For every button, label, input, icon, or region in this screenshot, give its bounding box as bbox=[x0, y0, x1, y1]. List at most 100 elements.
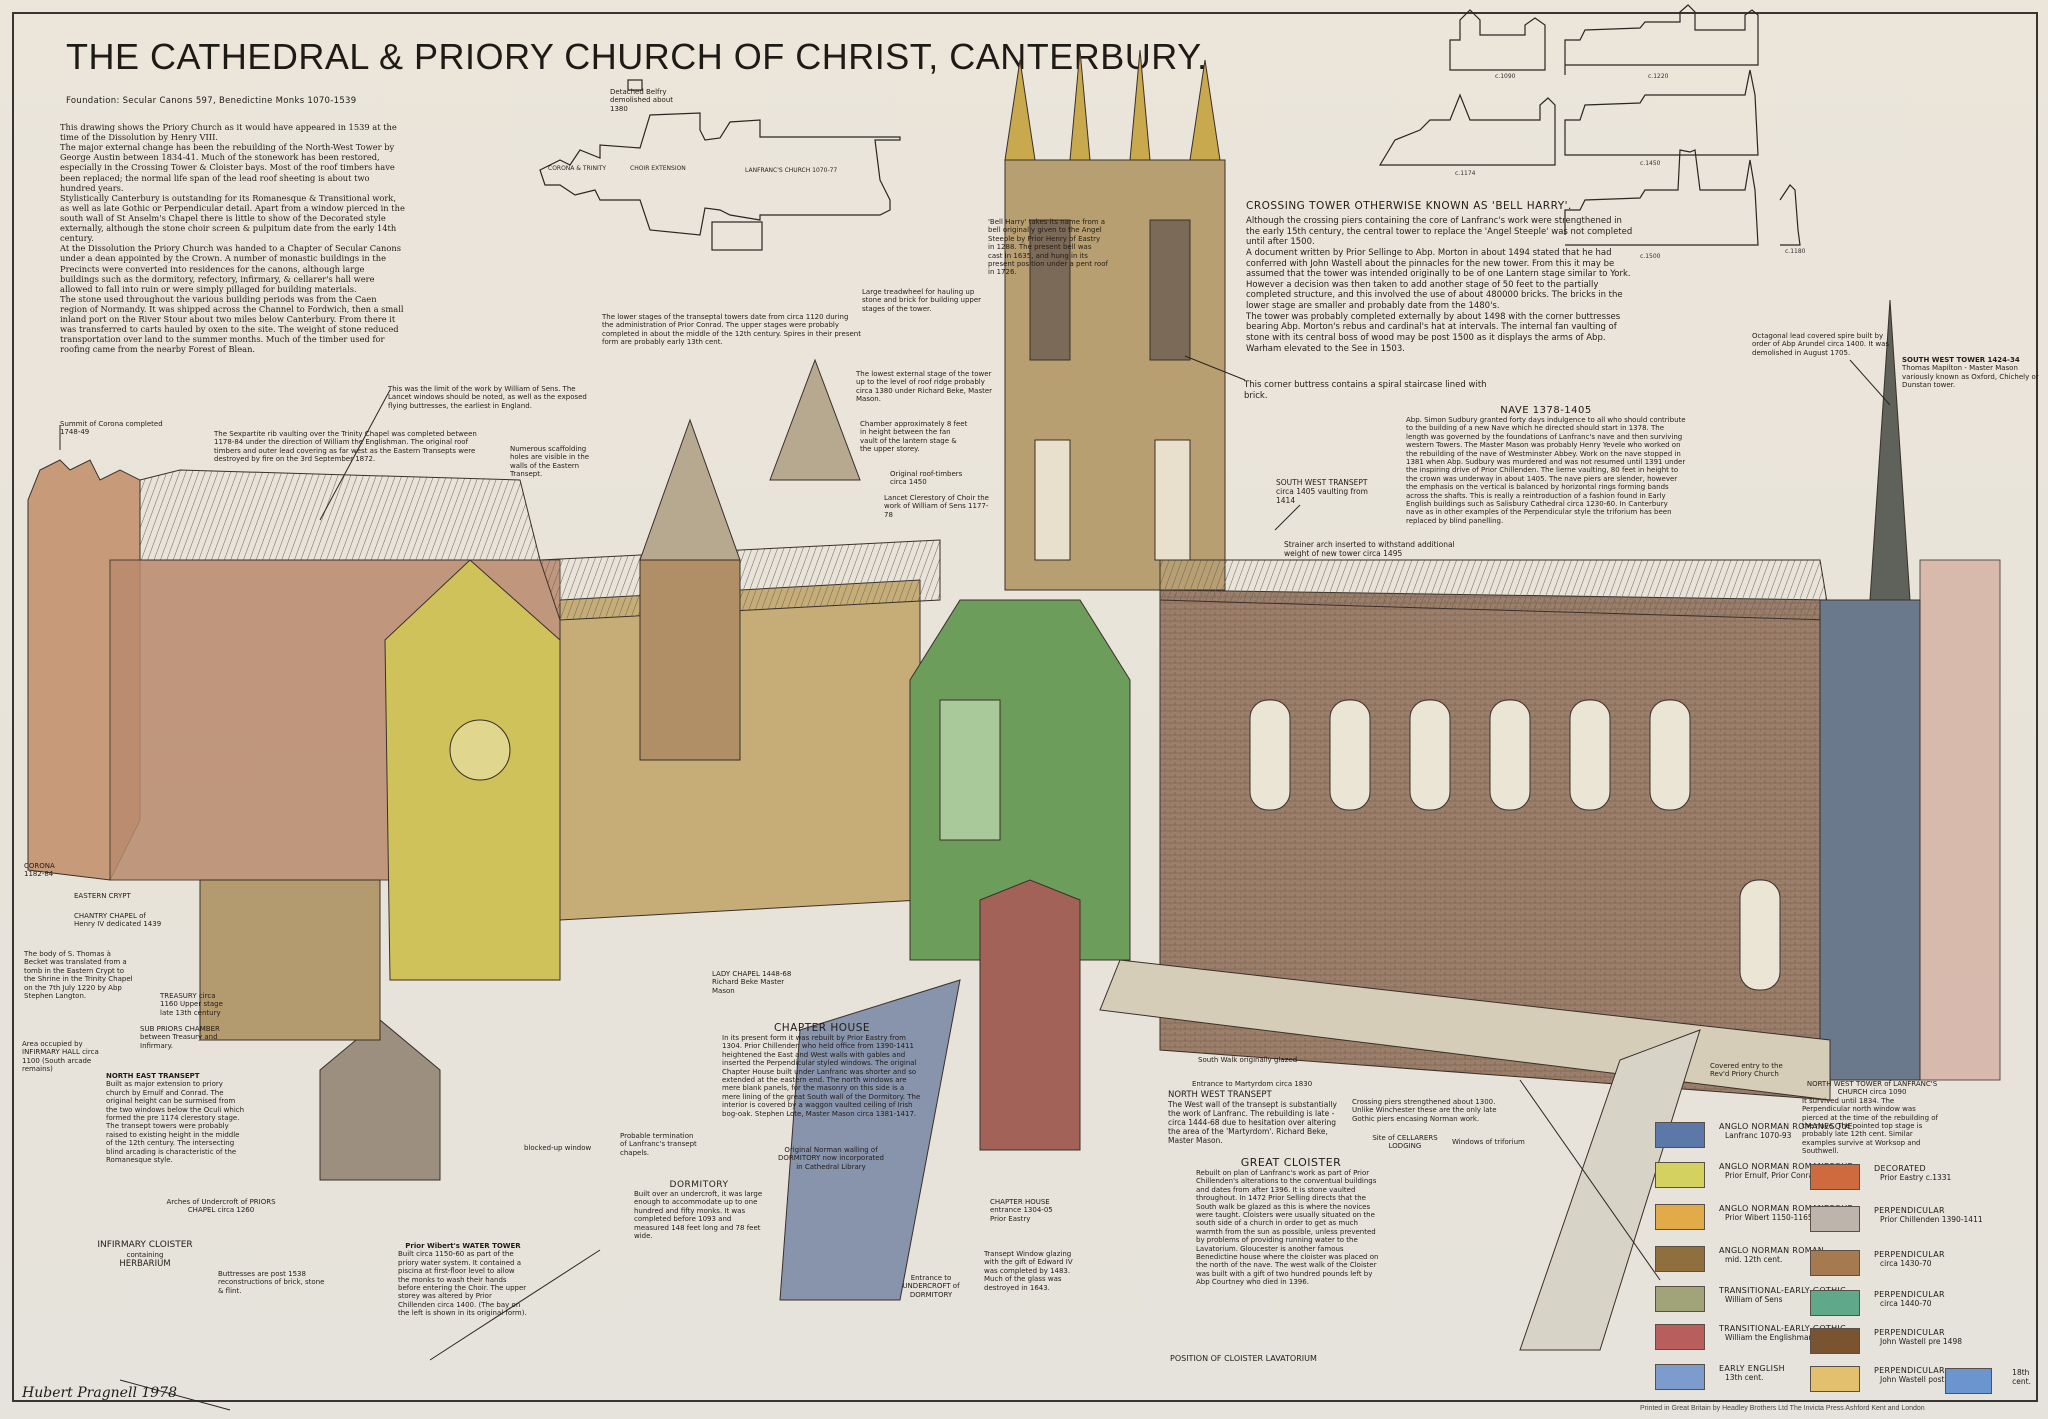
legend-style: PERPENDICULAR bbox=[1874, 1366, 1945, 1375]
dormitory-norman-note: Original Norman walling of DORMITORY now… bbox=[777, 1146, 885, 1171]
crossing-piers-note: Crossing piers strengthened about 1300. … bbox=[1352, 1098, 1497, 1123]
infirmary-hall-label: Area occupied by INFIRMARY HALL circa 11… bbox=[22, 1040, 99, 1074]
corona-summit-note: Summit of Corona completed 1748-49 bbox=[60, 420, 163, 437]
nave-body: Abp. Simon Sudbury granted forty days in… bbox=[1406, 416, 1686, 525]
priors-chapel-label: Arches of Undercroft of PRIORS CHAPEL ci… bbox=[166, 1198, 276, 1215]
water-tower-heading: Prior Wibert's WATER TOWER bbox=[405, 1242, 521, 1250]
triforium-label: Windows of triforium bbox=[1452, 1138, 1525, 1146]
crossing-tower-paragraph: The tower was probably completed externa… bbox=[1246, 311, 1621, 354]
foundation-line: Foundation: Secular Canons 597, Benedict… bbox=[66, 96, 357, 106]
legend-style: ANGLO NORMAN ROMANESQUE bbox=[1719, 1122, 1853, 1131]
sw-transept-note: SOUTH WEST TRANSEPT circa 1405 vaulting … bbox=[1276, 478, 1368, 505]
roof-timbers-note: Original roof-timbers circa 1450 bbox=[890, 470, 963, 487]
lanfranc-chapels-note: Probable termination of Lanfranc's trans… bbox=[620, 1132, 697, 1157]
water-tower-note: Prior Wibert's WATER TOWER Built circa 1… bbox=[398, 1242, 528, 1318]
infirmary-cloister-heading: INFIRMARY CLOISTER bbox=[97, 1240, 193, 1250]
undercroft-entrance-label: Entrance to UNDERCROFT of DORMITORY bbox=[902, 1274, 960, 1299]
chapter-house-note: CHAPTER HOUSE In its present form it was… bbox=[722, 1022, 922, 1118]
legend-style: ANGLO NORMAN ROMAN bbox=[1719, 1246, 1825, 1255]
buttresses-note: Buttresses are post 1538 reconstructions… bbox=[218, 1270, 325, 1295]
legend-swatch bbox=[1810, 1328, 1860, 1354]
legend-detail: circa 1430-70 bbox=[1880, 1259, 1932, 1268]
porch-label: Covered entry to the Rev'd Priory Church bbox=[1710, 1062, 1783, 1079]
detached-belfry-label: Detached Belfry demolished about 1380 bbox=[610, 88, 673, 113]
transept-window-note: Transept Window glazing with the gift of… bbox=[984, 1250, 1073, 1292]
eastern-crypt-label: EASTERN CRYPT bbox=[74, 892, 131, 900]
herbarium-label: HERBARIUM bbox=[119, 1259, 171, 1270]
legend-swatch bbox=[1945, 1368, 1993, 1394]
poster-frame bbox=[12, 12, 2038, 1402]
clerestory-note: Lancet Clerestory of Choir the work of W… bbox=[884, 494, 989, 519]
sw-tower-heading: SOUTH WEST TOWER 1424-34 bbox=[1902, 356, 2020, 364]
legend-detail: mid. 12th cent. bbox=[1725, 1255, 1783, 1264]
corner-buttress-note: This corner buttress contains a spiral s… bbox=[1244, 380, 1487, 401]
great-cloister-body: Rebuilt on plan of Lanfranc's work as pa… bbox=[1196, 1169, 1379, 1287]
intro-text: This drawing shows the Priory Church as … bbox=[60, 122, 405, 355]
legend-swatch bbox=[1810, 1250, 1860, 1276]
intro-paragraph: The stone used throughout the various bu… bbox=[60, 293, 404, 355]
nave-note: NAVE 1378-1405 Abp. Simon Sudbury grante… bbox=[1406, 405, 1686, 525]
bell-harry-note: 'Bell Harry' takes its name from a bell … bbox=[988, 218, 1108, 277]
poster-title: THE CATHEDRAL & PRIORY CHURCH OF CHRIST,… bbox=[66, 36, 1208, 77]
transept-towers-note: The lower stages of the transeptal tower… bbox=[602, 313, 861, 347]
nw-tower-heading: NORTH WEST TOWER of LANFRANC'S CHURCH ci… bbox=[1806, 1080, 1938, 1097]
lavatorium-label: POSITION OF CLOISTER LAVATORIUM bbox=[1170, 1354, 1317, 1363]
nave-heading: NAVE 1378-1405 bbox=[1500, 405, 1592, 416]
octagonal-spire-note: Octagonal lead covered spire built by or… bbox=[1752, 332, 1890, 357]
legend-detail: John Wastell post 1498 bbox=[1880, 1375, 1966, 1384]
legend-detail: Prior Ernulf, Prior Conrad bbox=[1725, 1171, 1818, 1180]
legend-detail: William the Englishman bbox=[1725, 1333, 1814, 1342]
ne-transept-body: Built as major extension to priory churc… bbox=[106, 1080, 245, 1164]
legend-swatch bbox=[1655, 1162, 1705, 1188]
crossing-tower-note: CROSSING TOWER OTHERWISE KNOWN AS 'BELL … bbox=[1246, 200, 1636, 354]
infirmary-cloister-sub: containing bbox=[126, 1250, 164, 1259]
great-cloister-heading: GREAT CLOISTER bbox=[1240, 1156, 1342, 1169]
legend-swatch bbox=[1655, 1122, 1705, 1148]
legend-swatch bbox=[1810, 1164, 1860, 1190]
legend-style: TRANSITIONAL-EARLY GOTHIC bbox=[1719, 1324, 1846, 1333]
infirmary-cloister-label: INFIRMARY CLOISTER containing HERBARIUM bbox=[80, 1240, 210, 1269]
legend-detail: Prior Chillenden 1390-1411 bbox=[1880, 1215, 1983, 1224]
treadwheel-note: Large treadwheel for hauling up stone an… bbox=[862, 288, 982, 313]
intro-paragraph: This drawing shows the Priory Church as … bbox=[60, 122, 397, 143]
legend-detail: William of Sens bbox=[1725, 1295, 1783, 1304]
chapter-house-body: In its present form it was rebuilt by Pr… bbox=[722, 1034, 921, 1118]
dormitory-heading: DORMITORY bbox=[669, 1180, 729, 1190]
legend-swatch bbox=[1655, 1286, 1705, 1312]
legend-detail: Lanfranc 1070-93 bbox=[1725, 1131, 1792, 1140]
intro-paragraph: At the Dissolution the Priory Church was… bbox=[60, 243, 401, 294]
artist-signature: Hubert Pragnell 1978 bbox=[22, 1385, 177, 1401]
crossing-tower-heading: CROSSING TOWER OTHERWISE KNOWN AS 'BELL … bbox=[1246, 200, 1572, 212]
sw-tower-note: SOUTH WEST TOWER 1424-34 Thomas Mapilton… bbox=[1902, 356, 2042, 390]
sexpartite-note: The Sexpartite rib vaulting over the Tri… bbox=[214, 430, 477, 464]
legend-swatch bbox=[1810, 1206, 1860, 1232]
treasury-label: TREASURY circa 1160 Upper stage late 13t… bbox=[160, 992, 223, 1017]
legend-swatch bbox=[1655, 1364, 1705, 1390]
legend-swatch bbox=[1655, 1324, 1705, 1350]
chamber-note: Chamber approximately 8 feet in height b… bbox=[860, 420, 968, 454]
legend-detail: Prior Wibert 1150-1165 bbox=[1725, 1213, 1813, 1222]
corona-label: CORONA 1182-84 bbox=[24, 862, 55, 879]
lady-chapel-label: LADY CHAPEL 1448-68 Richard Beke Master … bbox=[712, 970, 792, 995]
nw-tower-note: NORTH WEST TOWER of LANFRANC'S CHURCH ci… bbox=[1802, 1080, 1942, 1156]
legend-detail: 13th cent. bbox=[1725, 1373, 1764, 1382]
printer-credit: Printed in Great Britain by Headley Brot… bbox=[1640, 1405, 1925, 1412]
chapter-entrance-label: CHAPTER HOUSE entrance 1304-05 Prior Eas… bbox=[990, 1198, 1053, 1223]
legend-swatch bbox=[1655, 1204, 1705, 1230]
blocked-window-label: blocked-up window bbox=[524, 1144, 592, 1152]
ne-transept-note: NORTH EAST TRANSEPT Built as major exten… bbox=[106, 1072, 246, 1164]
dormitory-body: Built over an undercroft, it was large e… bbox=[634, 1190, 763, 1240]
legend-detail: Prior Eastry c.1331 bbox=[1880, 1173, 1952, 1182]
ne-transept-heading: NORTH EAST TRANSEPT bbox=[106, 1072, 200, 1080]
intro-paragraph: Stylistically Canterbury is outstanding … bbox=[60, 192, 405, 244]
legend-style: ANGLO NORMAN ROMANESQUE bbox=[1719, 1162, 1853, 1171]
